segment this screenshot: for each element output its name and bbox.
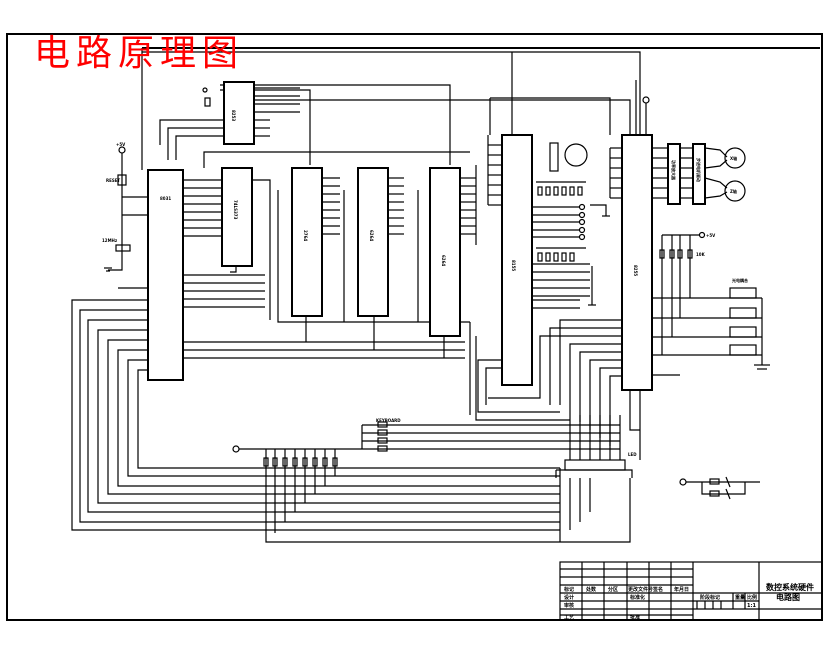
tb-weight: 重量 bbox=[735, 594, 745, 601]
motor-x-label: X轴 bbox=[730, 155, 737, 161]
keyboard-label: KEYBOARD bbox=[376, 418, 401, 423]
crystal-label: 12MHz bbox=[102, 238, 118, 243]
chip-6264-b-name: 6264 bbox=[441, 255, 446, 266]
chip-8253-name: 8253 bbox=[231, 110, 236, 121]
tb-change-doc: 更改文件号 bbox=[628, 586, 653, 593]
tb-design: 设计 bbox=[564, 594, 574, 601]
chip-8031: 8031 +5V RESET 12MHz bbox=[71, 142, 560, 531]
chip-6264-a-name: 6264 bbox=[369, 230, 374, 241]
chip-8255-name: 8255 bbox=[633, 265, 638, 276]
vcc-label: +5V bbox=[116, 142, 126, 147]
tb-stage: 阶段标记 bbox=[700, 594, 720, 601]
chip-8255: 8255 bbox=[609, 80, 653, 391]
tb-date: 年月日 bbox=[674, 586, 689, 593]
vcc-terminal-icon bbox=[118, 146, 126, 154]
estop-vcc-terminal-icon bbox=[679, 478, 687, 486]
power-amplifier-label: 功率放大器 bbox=[671, 160, 677, 181]
optocoupler-label: 光电耦合 bbox=[731, 277, 748, 283]
chip-2764-name: 2764 bbox=[303, 230, 308, 241]
drawing-border bbox=[6, 33, 823, 621]
motor-x-icon bbox=[724, 147, 746, 169]
power-amplifier-box bbox=[667, 143, 681, 205]
chip-8253: 8253 bbox=[159, 81, 300, 160]
chip-74ls373-name: 74LS373 bbox=[233, 200, 238, 220]
estop-circuit bbox=[679, 476, 760, 500]
chip-8155-name: 8155 bbox=[511, 260, 516, 271]
reset-capacitor bbox=[117, 174, 127, 186]
led-display-label: LED bbox=[628, 452, 637, 457]
drawing-title: 电路原理图 bbox=[34, 33, 245, 74]
opto-vcc-label: +5V bbox=[706, 233, 716, 238]
chip-8031-name: 8031 bbox=[160, 196, 171, 201]
motor-z-label: Z轴 bbox=[730, 188, 737, 194]
lower-bus bbox=[469, 319, 641, 460]
tb-approve: 批准 bbox=[630, 614, 640, 621]
chip-8155: 8155 bbox=[487, 134, 610, 386]
chip-6264-a: 6264 bbox=[343, 167, 404, 350]
tb-process: 工艺 bbox=[564, 614, 574, 621]
connector-block bbox=[549, 142, 559, 172]
tb-drawing-name-2: 电路图 bbox=[776, 592, 800, 602]
title-block: 标记 处数 分区 更改文件号 签名 年月日 设计 标准化 审核 工艺 批准 阶段… bbox=[559, 561, 823, 621]
tb-scale-label: 比例 bbox=[747, 594, 757, 601]
stepper-driver-box bbox=[692, 143, 706, 205]
pullup-label: 10K bbox=[696, 252, 706, 257]
resistor-array-lower bbox=[532, 247, 596, 306]
tb-standardization: 标准化 bbox=[629, 594, 645, 601]
motor-z-icon bbox=[724, 180, 746, 202]
stepper-motor-icon bbox=[564, 143, 588, 167]
segment-vcc-terminal-icon bbox=[232, 445, 240, 453]
chip-74ls373: 74LS373 bbox=[203, 151, 470, 320]
tb-scale-value: 1:1 bbox=[747, 603, 756, 609]
tb-count: 处数 bbox=[585, 586, 597, 593]
segment-resistors bbox=[232, 445, 631, 543]
motor-driver-section: 功率放大器 步进电机驱动 X轴 Z轴 bbox=[652, 143, 746, 205]
optocoupler-section: +5V 10K 光电耦合 bbox=[652, 231, 770, 376]
tb-mark: 标记 bbox=[563, 586, 574, 593]
reset-label: RESET bbox=[106, 178, 120, 183]
led-display-block bbox=[564, 459, 626, 471]
keyboard-matrix: KEYBOARD LED bbox=[361, 415, 637, 478]
tb-sign: 签名 bbox=[652, 586, 663, 593]
stepper-driver-label: 步进电机驱动 bbox=[696, 158, 702, 182]
crystal-icon bbox=[115, 244, 131, 252]
chip-6264-b: 6264 bbox=[417, 165, 477, 358]
chip-2764: 2764 bbox=[277, 167, 470, 342]
tb-drawing-name-1: 数控系统硬件 bbox=[766, 582, 814, 592]
tb-review: 审核 bbox=[564, 602, 574, 609]
resistor-array-upper bbox=[532, 181, 610, 241]
vcc-terminal-b-icon bbox=[642, 96, 650, 104]
tb-zone: 分区 bbox=[608, 586, 618, 593]
